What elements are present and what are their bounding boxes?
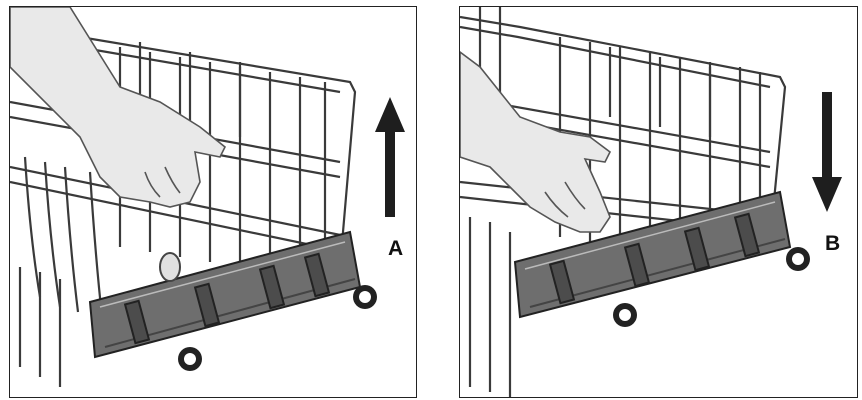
illustration-panel-a: A [9, 6, 417, 398]
adjuster-rail-b [513, 190, 792, 319]
arrow-up-icon [375, 97, 405, 217]
hand-illustration-b [460, 51, 612, 233]
step-label-a: A [388, 237, 404, 260]
panel-a-drawing [10, 7, 405, 387]
adjuster-rail-a [88, 230, 362, 359]
roller-wheel-b [613, 247, 810, 327]
illustration-panel-b: B [459, 6, 858, 398]
panel-b-drawing [460, 7, 842, 397]
step-label-b: B [825, 232, 841, 255]
rack-wire-basket-b [460, 7, 787, 397]
hand-illustration-a [10, 7, 227, 208]
roller-wheel-a [178, 285, 377, 371]
arrow-down-icon [812, 92, 842, 212]
